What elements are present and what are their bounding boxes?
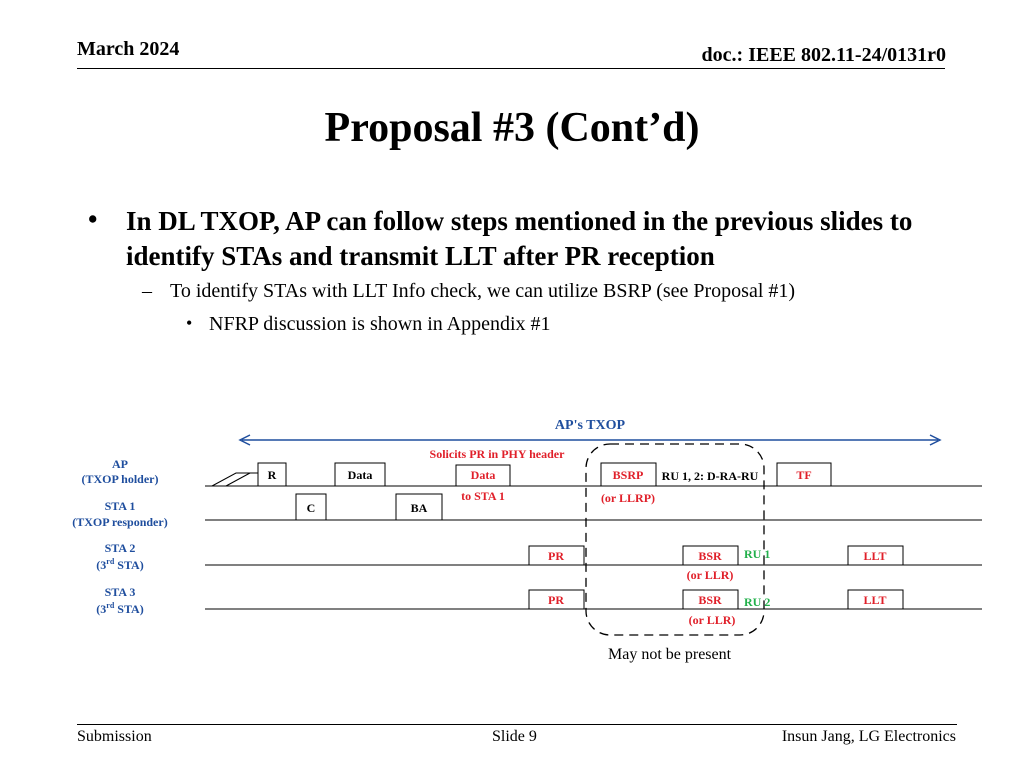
optional-region — [585, 443, 765, 636]
frame-llt-sta2-label: LLT — [864, 549, 887, 563]
frame-ba-label: BA — [411, 501, 428, 515]
footer-author: Insun Jang, LG Electronics — [781, 728, 956, 745]
optional-region-caption: May not be present — [608, 646, 732, 663]
frame-c-label: C — [307, 501, 316, 515]
frame-pr-sta2-label: PR — [548, 549, 564, 563]
frame-ba — [395, 493, 443, 521]
footer-submission: Submission — [77, 728, 152, 745]
frame-pr-sta2 — [528, 545, 585, 566]
note-ru2: RU 2 — [744, 595, 770, 609]
note-or-llr-sta3: (or LLR) — [689, 613, 736, 627]
row-ap-sub: (TXOP holder) — [82, 472, 159, 486]
row-sta1-name: STA 1 — [105, 499, 136, 513]
txop-arrow-left-head — [238, 434, 251, 446]
frame-r — [257, 462, 287, 487]
row-ap-name: AP — [112, 457, 128, 471]
note-solicit-pr: Solicits PR in PHY header — [430, 447, 566, 461]
note-or-llrp: (or LLRP) — [601, 491, 655, 505]
bullet-l1-text: In DL TXOP, AP can follow steps mentione… — [126, 206, 913, 271]
note-to-sta1: to STA 1 — [461, 489, 505, 503]
txop-arrow-right-head — [929, 434, 942, 446]
footer-slide-number: Slide 9 — [492, 728, 537, 745]
slide-title: Proposal #3 (Cont’d) — [324, 105, 700, 151]
bullet-l1-marker: • — [88, 204, 98, 234]
frame-llt-sta3-label: LLT — [864, 593, 887, 607]
frame-bsrp — [600, 462, 657, 487]
header-date: March 2024 — [77, 38, 180, 60]
frame-tf-label: TF — [796, 468, 811, 482]
frame-tf — [776, 462, 832, 487]
bullet-l3-marker: • — [186, 313, 193, 333]
header-rule — [77, 68, 945, 69]
row-sta3-sub: (3rd STA) — [96, 601, 143, 616]
txop-timing-diagram: AP's TXOP AP (TXOP holder) STA 1 (TXOP r… — [72, 418, 982, 636]
row-sta1-sub: (TXOP responder) — [72, 515, 167, 529]
frame-data-2-label: Data — [471, 468, 496, 482]
txop-label: AP's TXOP — [555, 418, 626, 433]
row-sta2-sub: (3rd STA) — [96, 557, 143, 572]
frame-data-1 — [334, 462, 386, 487]
frame-bsr-sta3-label: BSR — [698, 593, 722, 607]
frame-bsr-sta2-label: BSR — [698, 549, 722, 563]
frame-bsr-sta2 — [682, 545, 739, 566]
frame-bsr-sta3 — [682, 589, 739, 610]
backoff-slant-2 — [225, 472, 251, 487]
note-ru-assign: RU 1, 2: D-RA-RU — [662, 469, 759, 483]
note-or-llr-sta2: (or LLR) — [687, 568, 734, 582]
frame-pr-sta3 — [528, 589, 585, 610]
bullet-l2-text: To identify STAs with LLT Info check, we… — [170, 280, 796, 302]
frame-llt-sta2 — [847, 545, 904, 566]
frame-bsrp-label: BSRP — [613, 468, 644, 482]
note-ru1: RU 1 — [744, 547, 770, 561]
frame-data-2 — [455, 464, 511, 487]
bullet-l3-text: NFRP discussion is shown in Appendix #1 — [209, 313, 551, 335]
footer-rule — [77, 724, 957, 725]
frame-c — [295, 493, 327, 521]
backoff-slant — [211, 472, 258, 487]
row-sta2-name: STA 2 — [105, 541, 136, 555]
row-sta3-name: STA 3 — [105, 585, 136, 599]
frame-pr-sta3-label: PR — [548, 593, 564, 607]
bullet-l2-marker: – — [142, 280, 152, 302]
header-doc-id: doc.: IEEE 802.11-24/0131r0 — [701, 44, 946, 66]
frame-llt-sta3 — [847, 589, 904, 610]
frame-r-label: R — [268, 468, 277, 482]
frame-data-1-label: Data — [348, 468, 373, 482]
